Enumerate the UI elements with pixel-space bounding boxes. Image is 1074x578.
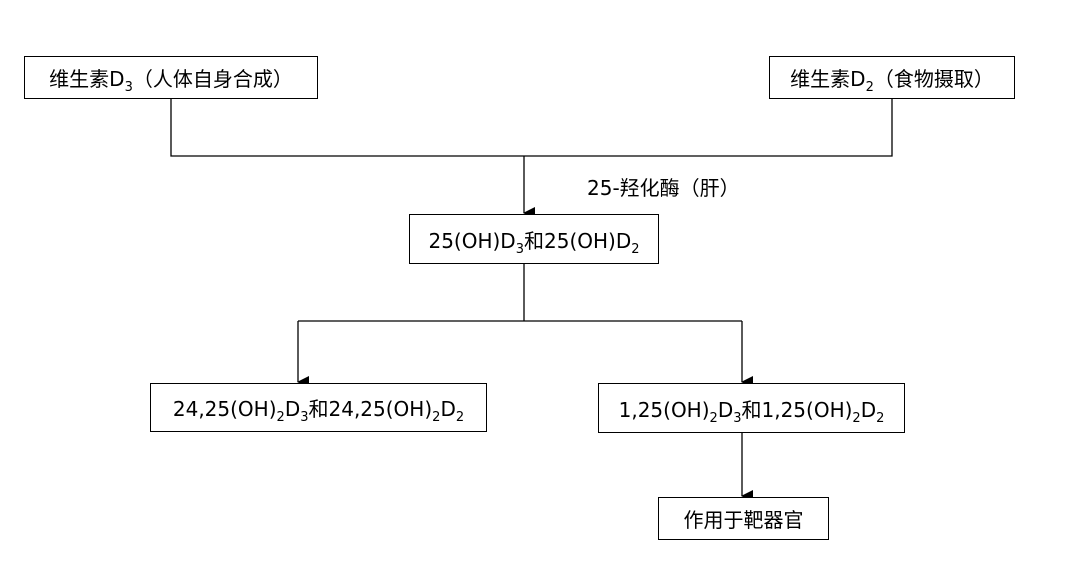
node-1-25-dihydroxy: 1,25(OH)2D3和1,25(OH)2D2 [598, 383, 905, 433]
node-25-hydroxy: 25(OH)D3和25(OH)D2 [409, 214, 659, 264]
node-vitamin-d2: 维生素D2（食物摄取） [769, 56, 1015, 99]
node-25-hydroxy-label: 25(OH)D3和25(OH)D2 [428, 228, 640, 257]
node-24-25-dihydroxy-label: 24,25(OH)2D3和24,25(OH)2D2 [172, 397, 465, 425]
node-24-25-dihydroxy: 24,25(OH)2D3和24,25(OH)2D2 [150, 383, 487, 432]
node-target-organ: 作用于靶器官 [658, 497, 829, 540]
node-vitamin-d2-label: 维生素D2（食物摄取） [790, 67, 994, 95]
merge-line-d2 [524, 98, 893, 157]
merge-line-d3 [170, 98, 524, 157]
edge-label-enzyme: 25-羟化酶（肝） [587, 176, 740, 200]
node-target-organ-label: 作用于靶器官 [683, 508, 804, 532]
node-vitamin-d3-label: 维生素D3（人体自身合成） [49, 67, 293, 95]
node-vitamin-d3: 维生素D3（人体自身合成） [24, 56, 318, 99]
node-1-25-dihydroxy-label: 1,25(OH)2D3和1,25(OH)2D2 [618, 397, 885, 426]
